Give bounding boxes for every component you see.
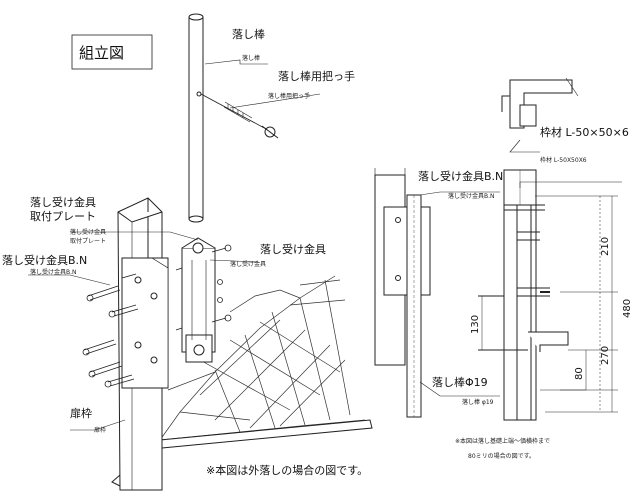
receiver-nuts	[175, 244, 232, 331]
label-receiver-plate-small-1: 落し受け金具	[70, 228, 106, 236]
label-frame-small: 扉枠	[94, 426, 106, 434]
label-frame: 扉枠	[70, 406, 92, 420]
leader-lines-left	[28, 59, 321, 431]
dimension-lines	[481, 195, 618, 413]
title-box	[71, 34, 153, 70]
label-receiver: 落し受け金具	[260, 242, 326, 256]
label-waku: 枠材 L-50×50×6	[540, 125, 629, 139]
label-handle-small: 落し棒用把っ手	[268, 92, 310, 100]
label-drop-bar-small: 落し棒	[242, 54, 260, 62]
label-waku-small: 枠材 L-50X50X6	[540, 156, 587, 164]
note-right-line2: 80ミリの場合の図です。	[468, 452, 535, 460]
dim-80: 80	[574, 367, 585, 380]
receiver-mounting-plate	[121, 257, 169, 389]
dim-270: 270	[600, 346, 611, 365]
diagram-title: 組立図	[79, 44, 124, 62]
label-receiver-plate-line1: 落し受け金具	[30, 195, 96, 209]
mounting-bolts	[82, 273, 139, 388]
note-right-line1: ※本図は落し基礎上端～価横枠まで	[455, 437, 550, 445]
label-bar19-small: 落し棒 φ19	[462, 398, 494, 406]
waku-leader	[509, 139, 540, 153]
label-right-bn: 落し受け金具B.N	[418, 169, 503, 183]
side-elevation	[478, 169, 569, 421]
drop-bar-handle	[200, 93, 279, 139]
dim-210: 210	[600, 237, 611, 256]
label-handle: 落し棒用把っ手	[278, 69, 355, 83]
dim-480: 480	[622, 299, 633, 318]
receiver-bracket	[181, 237, 216, 363]
label-drop-bar: 落し棒	[232, 27, 265, 41]
drop-bar-left	[188, 13, 204, 223]
leader-lines-right	[419, 181, 622, 397]
front-elevation	[374, 168, 431, 418]
label-receiver-bn: 落し受け金具B.N	[2, 253, 87, 267]
angle-section-detail	[501, 77, 579, 129]
label-bar19: 落し棒Φ19	[432, 375, 488, 389]
label-receiver-small: 落し受け金具	[230, 260, 266, 268]
label-receiver-plate-small-2: 取付プレート	[70, 237, 106, 245]
label-receiver-plate-line2: 取付プレート	[30, 210, 96, 223]
dim-130: 130	[470, 315, 481, 334]
note-main: ※本図は外落しの場合の図です。	[206, 463, 368, 477]
label-receiver-bn-small: 落し受け金具B.N	[30, 268, 77, 276]
label-right-bn-small: 落し受け金具B.N	[448, 192, 495, 200]
